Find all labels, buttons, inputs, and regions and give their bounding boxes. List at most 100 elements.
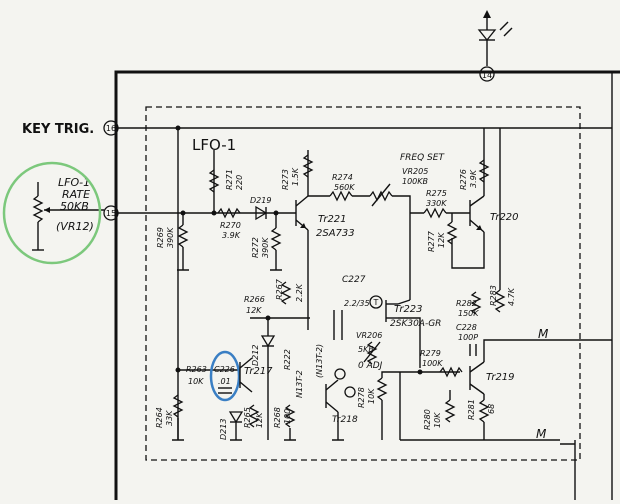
r263-label: R263	[186, 365, 207, 374]
r266-label: R266	[244, 295, 265, 304]
r281-resistor	[478, 399, 490, 423]
r263-value: 10K	[188, 377, 204, 386]
r281-value: 68	[487, 404, 496, 414]
d219-diode-icon	[255, 205, 268, 221]
r270-label: R270	[220, 221, 241, 230]
r271-value: 220	[235, 175, 244, 190]
r267-label: R267	[275, 278, 284, 300]
ground-icon	[284, 428, 296, 441]
tr223-fet-icon	[385, 300, 398, 322]
r275-resistor	[423, 207, 447, 219]
freq-set-label: FREQ SET	[400, 153, 445, 163]
tr221-transistor-icon	[295, 195, 309, 231]
r273-resistor	[302, 154, 314, 178]
vr206-value: 5KB	[358, 345, 374, 354]
ground-icon	[332, 412, 344, 441]
c226-capacitor-icon	[218, 387, 232, 394]
c228-value: 100P	[458, 333, 478, 342]
r278-value: 10K	[367, 388, 376, 404]
r283-resistor	[494, 289, 506, 313]
r274-label: R274	[332, 173, 353, 182]
r283-label: R283	[489, 285, 498, 306]
wire	[560, 339, 612, 445]
board-border	[114, 70, 620, 500]
ground-icon	[230, 422, 242, 441]
r280-resistor	[444, 399, 456, 423]
r275-value: 330K	[426, 199, 447, 208]
r270-value: 3.9K	[222, 231, 241, 240]
r278-label: R278	[357, 387, 366, 408]
d219-label: D219	[250, 196, 271, 205]
r274-value: 560K	[334, 183, 355, 192]
r279-resistor	[439, 366, 463, 378]
control-label-1: LFO-1	[58, 176, 90, 189]
r271-label: R271	[225, 169, 234, 190]
green-highlight-circle	[2, 161, 102, 265]
r276-value: 3.9K	[469, 169, 478, 188]
c226-label: C226	[214, 365, 235, 374]
block-title: LFO-1	[192, 136, 236, 154]
r271-resistor	[208, 169, 220, 193]
vr205-arrow	[371, 183, 391, 207]
r274-resistor	[329, 190, 353, 202]
blue-highlight-circle	[209, 350, 241, 402]
r282-resistor	[470, 291, 482, 315]
r265-label: R265	[243, 407, 252, 428]
r222-label: R222	[283, 349, 292, 370]
wire	[451, 128, 485, 269]
tr223-label: Tr223	[394, 304, 423, 315]
d212-label: D212	[251, 345, 260, 366]
r273-label: R273	[281, 169, 290, 190]
wire	[392, 195, 411, 300]
r276-label: R276	[459, 169, 468, 190]
r282-label: R282	[456, 299, 477, 308]
tr218-transistor-icon	[325, 379, 339, 413]
r277-label: R277	[427, 230, 436, 252]
ground-icon	[270, 250, 282, 271]
r268-label: R268	[273, 407, 282, 428]
n13t-label: N13T-2	[295, 370, 304, 398]
c227-value: 2.2/35	[344, 299, 370, 308]
tr223-part: 2SK30A-GR	[390, 319, 441, 329]
c228-label: C228	[456, 323, 477, 332]
wire	[399, 372, 560, 441]
tr220-label: Tr220	[490, 212, 519, 223]
r280-value: 10K	[433, 412, 442, 428]
test-point-icon	[344, 386, 356, 398]
r277-value: 12K	[437, 232, 446, 248]
r272-label: R272	[251, 237, 260, 258]
vr206-label: VR206	[356, 331, 382, 340]
r269-label: R269	[156, 227, 165, 248]
vr205-pot	[369, 190, 393, 202]
r264-label: R264	[155, 407, 164, 428]
tr219-transistor-icon	[469, 361, 485, 395]
vr205-label: VR205	[402, 167, 428, 176]
junction	[417, 369, 423, 375]
ground-icon	[172, 418, 184, 441]
pin-14-label: 14	[482, 71, 492, 80]
tr217-label: Tr217	[244, 366, 273, 377]
r279-label: R279	[420, 349, 441, 358]
r277-resistor	[446, 221, 458, 245]
tr218-label: Tr218	[332, 415, 358, 425]
r269-value: 390K	[166, 227, 175, 248]
pin-14	[479, 66, 495, 82]
control-label-3: 50KB	[60, 200, 89, 213]
vr205-value: 100KB	[402, 177, 428, 186]
r265-resistor	[248, 404, 260, 428]
r280-label: R280	[423, 409, 432, 430]
r264-resistor	[172, 394, 184, 418]
junction	[175, 367, 181, 373]
d212-diode-icon	[260, 335, 276, 348]
rate-pot-icon	[32, 182, 104, 251]
r268-resistor	[284, 404, 296, 428]
wire	[397, 299, 421, 368]
pin-15-label: 15	[106, 209, 116, 218]
r267-resistor	[280, 281, 292, 305]
test-point-label: T	[373, 298, 379, 307]
tr221-part: 2SA733	[316, 228, 355, 239]
r266-value: 12K	[246, 306, 262, 315]
tr217-transistor-icon	[239, 357, 253, 393]
r272-resistor	[270, 227, 282, 251]
